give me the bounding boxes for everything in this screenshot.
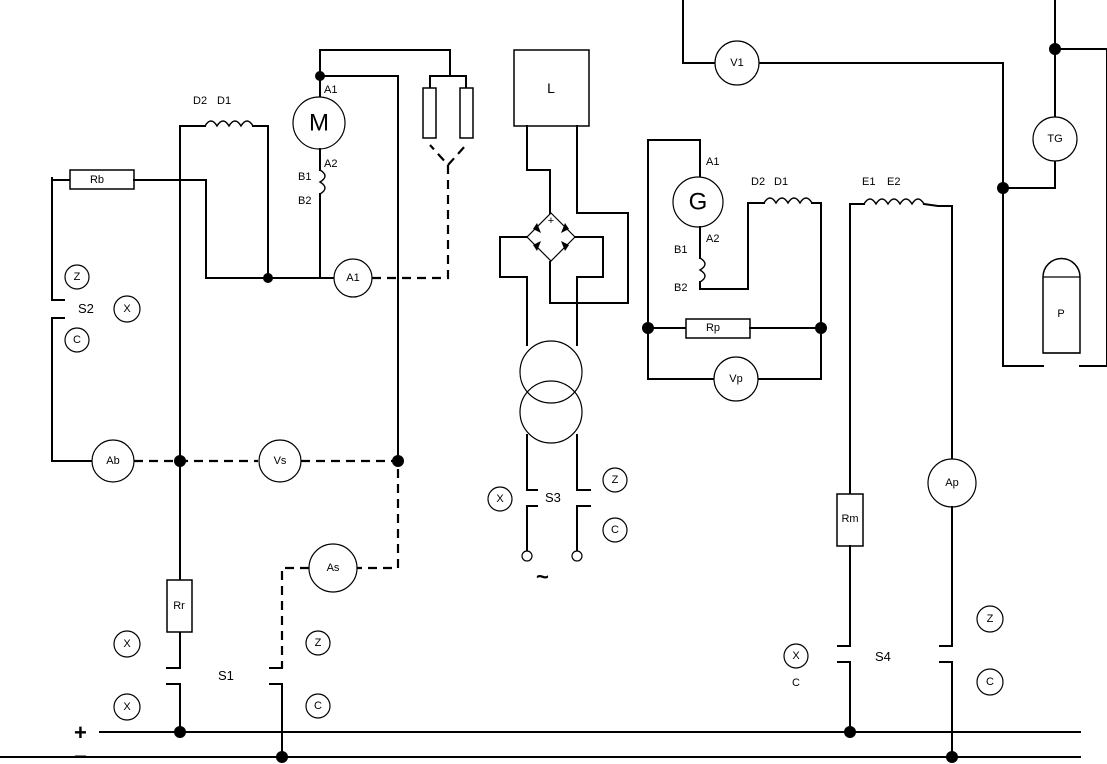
- svg-text:C: C: [73, 334, 81, 346]
- svg-text:Z: Z: [612, 474, 619, 486]
- svg-text:D1: D1: [774, 176, 788, 188]
- motor-d1-label: D1: [217, 95, 231, 107]
- svg-text:E2: E2: [887, 176, 900, 188]
- svg-text:X: X: [792, 650, 800, 662]
- s2-x-position[interactable]: [113, 295, 141, 323]
- svg-text:Rm: Rm: [841, 513, 858, 525]
- svg-text:C: C: [986, 676, 994, 688]
- svg-text:A1: A1: [346, 272, 359, 284]
- minus-sign: −: [74, 744, 87, 764]
- svg-text:Ab: Ab: [106, 455, 119, 467]
- svg-text:X: X: [123, 303, 131, 315]
- svg-text:B1: B1: [298, 171, 311, 183]
- tachogenerator-tg: [1032, 116, 1078, 162]
- shunt-right: [459, 87, 474, 139]
- load-l: [513, 49, 590, 127]
- ac-terminal-left: [521, 550, 533, 562]
- svg-text:V1: V1: [730, 57, 743, 69]
- wire-field-left: [179, 125, 206, 581]
- svg-text:E1: E1: [862, 176, 875, 188]
- svg-text:X: X: [123, 701, 131, 713]
- motor-interpole-coil: [318, 169, 326, 195]
- svg-text:Rp: Rp: [706, 322, 720, 334]
- svg-text:Vs: Vs: [274, 455, 287, 467]
- rb-label: Rb: [90, 174, 104, 186]
- svg-text:Z: Z: [987, 613, 994, 625]
- svg-text:A1: A1: [706, 156, 719, 168]
- svg-text:A1: A1: [324, 84, 337, 96]
- svg-text:C: C: [314, 700, 322, 712]
- svg-text:Vp: Vp: [729, 373, 742, 385]
- voltmeter-vp: [713, 356, 759, 402]
- svg-text:Rr: Rr: [173, 600, 185, 612]
- generator-g-label: G: [689, 189, 708, 216]
- svg-text:L: L: [547, 80, 555, 96]
- motor-m-label: M: [309, 110, 329, 137]
- ac-source-symbol: ~: [536, 564, 549, 589]
- s4-c-position[interactable]: [976, 668, 1004, 696]
- ac-terminal-right: [571, 550, 583, 562]
- s3-z-position[interactable]: [602, 467, 628, 493]
- svg-text:A2: A2: [324, 158, 337, 170]
- shunt-left: [422, 87, 437, 139]
- svg-text:C: C: [611, 524, 619, 536]
- svg-text:B1: B1: [674, 244, 687, 256]
- transformer-primary: [519, 340, 583, 404]
- s1-c-position[interactable]: [305, 693, 331, 719]
- s4-c-text: C: [792, 677, 800, 689]
- svg-text:As: As: [327, 562, 340, 574]
- s4-z-position[interactable]: [976, 605, 1004, 633]
- device-p: [1042, 257, 1081, 354]
- s3-label: S3: [545, 490, 561, 505]
- s4-x-position[interactable]: [783, 643, 809, 669]
- svg-text:P: P: [1057, 308, 1064, 320]
- s2-label: S2: [78, 301, 94, 316]
- svg-text:Ap: Ap: [945, 477, 958, 489]
- motor-d2-label: D2: [193, 95, 207, 107]
- transformer-secondary: [519, 380, 583, 444]
- s1-label: S1: [218, 668, 234, 683]
- s3-c-position[interactable]: [602, 517, 628, 543]
- svg-text:TG: TG: [1047, 133, 1062, 145]
- s4-label: S4: [875, 649, 891, 664]
- s2-c-position[interactable]: [64, 327, 90, 353]
- resistor-rr: [166, 579, 193, 633]
- svg-text:B2: B2: [298, 195, 311, 207]
- s1-z-position[interactable]: [305, 630, 331, 656]
- generator-field-coil: [763, 197, 813, 205]
- svg-text:Z: Z: [315, 637, 322, 649]
- generator-g: [672, 176, 724, 228]
- svg-text:X: X: [123, 638, 131, 650]
- svg-text:B2: B2: [674, 282, 687, 294]
- s1-x-bottom[interactable]: [113, 693, 141, 721]
- voltmeter-v1: [714, 40, 760, 86]
- exciter-coil: [863, 198, 925, 206]
- s3-x-position[interactable]: [487, 486, 513, 512]
- plus-sign: +: [74, 720, 87, 745]
- svg-text:D2: D2: [751, 176, 765, 188]
- generator-interpole-coil: [698, 257, 706, 283]
- svg-text:A2: A2: [706, 233, 719, 245]
- svg-text:Z: Z: [74, 271, 81, 283]
- motor-field-coil: [204, 120, 254, 128]
- s2-z-position[interactable]: [64, 264, 90, 290]
- s1-x-top[interactable]: [113, 630, 141, 658]
- svg-text:+: +: [548, 215, 554, 227]
- svg-text:X: X: [496, 493, 504, 505]
